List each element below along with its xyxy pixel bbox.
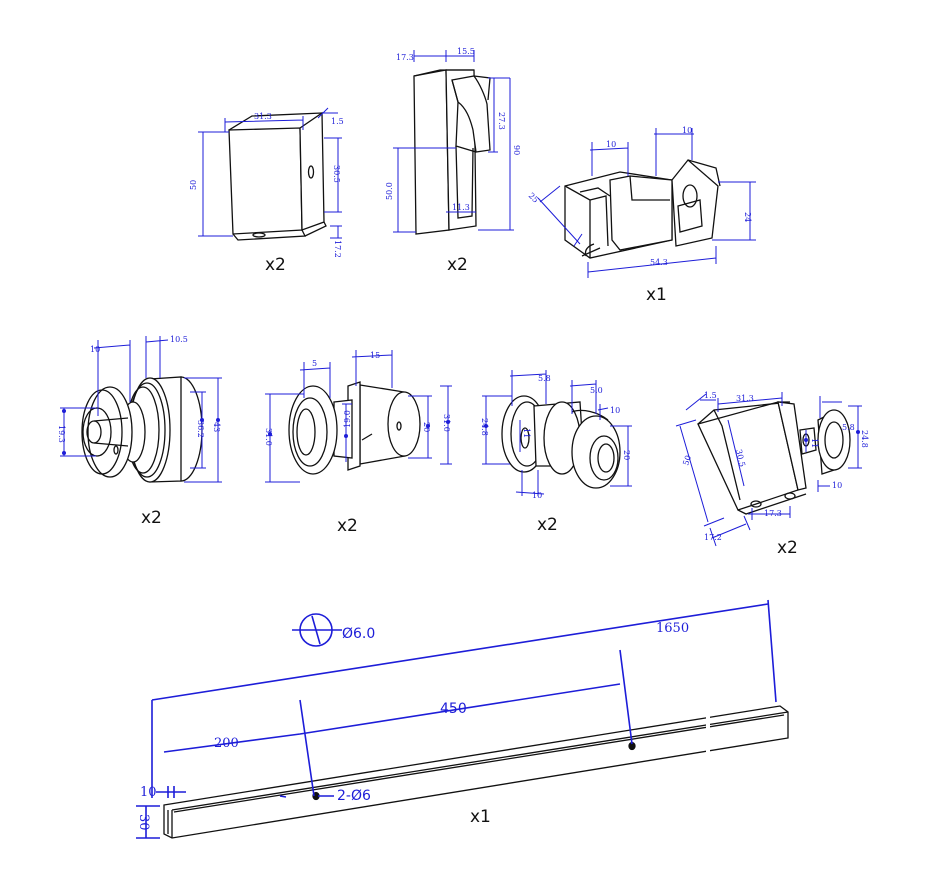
wall-length-label: 54.3 [650,258,668,267]
clamp-roller-d1-label: 24.8 [860,430,869,448]
clamp-roller-d2-label: 11 [810,438,819,448]
wall-bracket-quantity: x1 [646,285,667,305]
roller-c-w3-label: 10 [610,406,620,415]
roller-b-d1-label: 31.0 [264,428,273,446]
clamp-a-height-label: 50 [189,180,198,190]
post-side-b-label: 90 [512,145,521,155]
post-top-a-label: 17.3 [396,53,414,62]
roller-a-w2-label: 10.5 [170,335,188,344]
roller-b-w1-label: 5 [312,359,317,368]
clamp-a-base-label: 17.2 [333,240,342,258]
roller-a-quantity: x2 [141,508,162,528]
part-roller-b: 5 15 31.0 19.0 20 31.0 [264,350,452,483]
roller-c-w2-label: 5.0 [590,386,603,395]
part-roller-a: 10 10.5 19.3 36.2 43 [57,335,222,483]
clamp-roller-bottom-a-label: 17.2 [704,533,722,542]
roller-a-d3-label: 43 [212,422,221,432]
post-gap-label: 11.3 [452,203,470,212]
roller-b-d2-label: 19.0 [343,410,352,428]
clamp-roller-bottom-b-label: 17.3 [764,509,782,518]
wall-height-label: 24 [743,212,752,222]
rail-length-label: 1650 [656,621,689,636]
post-inner-label: 50.0 [385,182,394,200]
rail-quantity: x1 [470,807,491,827]
rail-offset-label: 200 [214,736,239,751]
clamp-roller-width-label: 31.3 [736,394,754,403]
roller-c-d2-label: 11 [522,428,531,438]
roller-a-w1-label: 10 [90,345,100,354]
roller-b-w2-label: 15 [370,351,380,360]
clamp-a-width-label: 31.3 [254,112,272,121]
roller-c-w1-label: 5.8 [538,374,551,383]
wall-angle-label: 25 [527,191,541,205]
wall-slot-a-label: 10 [606,140,616,149]
part-rail: Ø6.0 1650 200 450 10 30 2-Ø6 [136,599,789,839]
roller-b-quantity: x2 [337,516,358,536]
roller-a-d1-label: 19.3 [57,425,66,443]
part-wall-bracket: 10 10 25 24 54.3 [527,126,756,278]
roller-a-d2-label: 36.2 [196,420,205,438]
rail-end-label: 10 [140,785,157,800]
rail-height-label: 30 [136,814,151,831]
clamp-roller-height-label: 50 [681,454,693,466]
clamp-roller-depth-label: 1.5 [704,391,717,400]
part-glass-clamp: 31.3 1.5 50 30.5 17.2 [189,107,344,258]
clamp-roller-bottom-c-label: 10 [832,481,842,490]
rail-hole-symbol-label: Ø6.0 [342,626,375,642]
post-bracket-quantity: x2 [447,255,468,275]
post-top-b-label: 15.5 [457,47,475,56]
part-post-bracket: 17.3 15.5 27.3 90 50.0 11.3 [385,47,521,235]
clamp-a-depth-label: 1.5 [331,117,344,126]
clamp-roller-side-label: 30.5 [734,448,747,467]
rail-holes-label: 2-Ø6 [337,788,371,804]
post-side-a-label: 27.3 [497,112,506,130]
wall-slot-b-label: 10 [682,126,692,135]
rail-spacing-label: 450 [440,701,467,717]
clamp-a-side-label: 30.5 [332,165,341,183]
clamp-a-quantity: x2 [265,255,286,275]
part-clamp-roller: 1.5 31.3 50 30.5 5.8 24.8 11 17.2 17.3 1… [675,391,869,547]
part-roller-c: 5.8 5.0 10 24.8 11 20 10 [480,370,632,500]
roller-c-bottom-label: 10 [532,491,542,500]
roller-c-quantity: x2 [537,515,558,535]
clamp-roller-w1-label: 5.8 [842,423,855,432]
roller-c-d3-label: 20 [622,450,631,460]
clamp-roller-quantity: x2 [777,538,798,558]
